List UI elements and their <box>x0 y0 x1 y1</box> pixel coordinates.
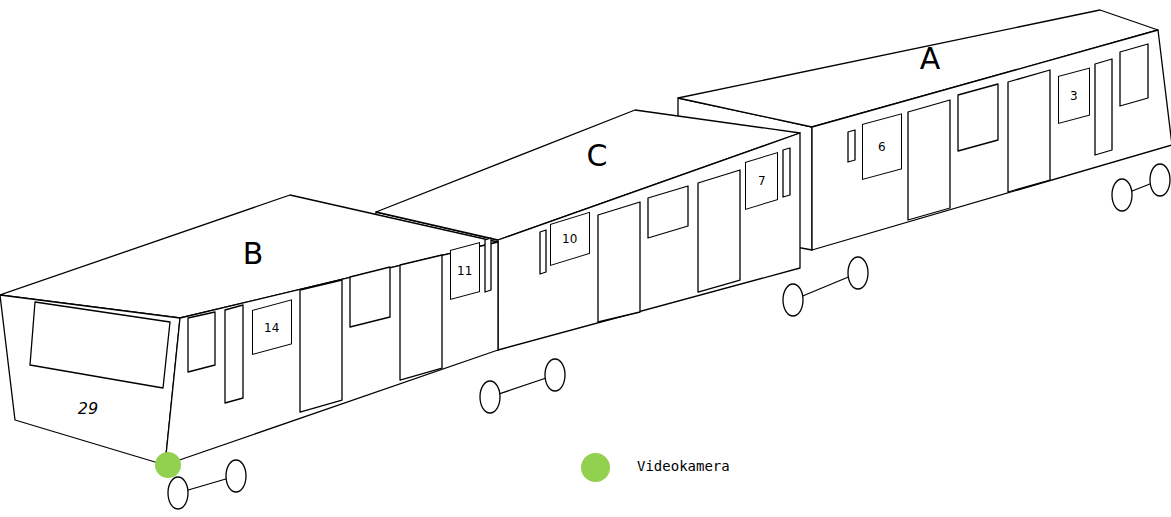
legend-text: Videokamera <box>637 458 730 474</box>
window-box: 10 <box>550 212 590 266</box>
car-window <box>958 84 998 151</box>
car-door <box>300 280 342 412</box>
video-camera <box>155 452 181 478</box>
window-box: 11 <box>450 242 480 300</box>
side-bar <box>485 238 491 292</box>
window-number: 11 <box>457 264 472 278</box>
car-door <box>400 255 442 380</box>
window-number: 3 <box>1070 89 1078 103</box>
side-bar <box>540 230 546 274</box>
legend-swatch <box>581 453 610 482</box>
side-bar <box>1095 59 1112 155</box>
car-door <box>598 202 640 322</box>
car-side <box>498 133 800 350</box>
side-bar <box>848 130 855 162</box>
car-window <box>1120 44 1148 106</box>
car-window <box>350 267 390 327</box>
wheel <box>783 284 803 316</box>
car-body: B 29 14 11 <box>0 190 500 475</box>
window-number: 6 <box>878 140 886 154</box>
windshield <box>30 302 170 388</box>
wheel <box>168 477 188 509</box>
window-box: 7 <box>745 152 778 210</box>
window-box: 3 <box>1058 67 1090 124</box>
window-number: 10 <box>562 232 577 246</box>
window-box: 14 <box>252 299 292 355</box>
car-window <box>188 312 215 372</box>
car-door <box>698 170 740 292</box>
wheel <box>545 359 565 391</box>
side-bar <box>225 305 243 403</box>
car-door <box>1008 70 1050 192</box>
car-side <box>812 30 1171 250</box>
car-door <box>908 100 950 220</box>
wheel <box>226 460 246 492</box>
window-number: 14 <box>264 320 279 334</box>
window-box: 6 <box>862 113 902 180</box>
car-body: C 10 7 <box>370 100 805 355</box>
car-letter: B <box>243 236 264 271</box>
wheel <box>1150 164 1170 196</box>
side-bar <box>783 148 790 197</box>
wheel-axle <box>1112 164 1170 211</box>
car-b-body <box>0 195 498 465</box>
wheel <box>1112 179 1132 211</box>
car-window <box>648 186 688 238</box>
wheel-axle <box>480 359 565 413</box>
car-side <box>165 242 498 465</box>
car-letter: C <box>587 138 608 173</box>
car-letter: A <box>920 41 941 76</box>
car-front-face <box>0 295 180 465</box>
wheel <box>480 381 500 413</box>
wheel <box>848 257 868 289</box>
car-body: A 6 3 <box>675 5 1171 255</box>
car-number: 29 <box>78 399 98 418</box>
window-number: 7 <box>758 174 766 188</box>
